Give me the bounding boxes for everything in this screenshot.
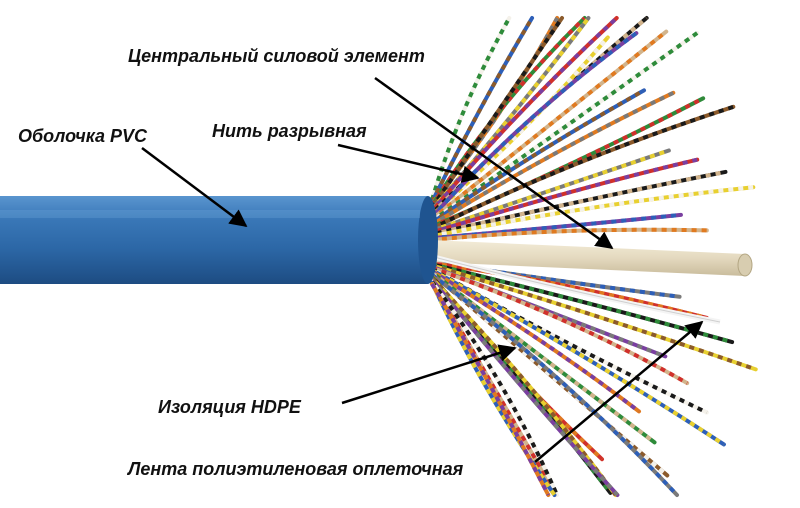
lower-wire-fan xyxy=(430,260,758,497)
wire-pair-twist xyxy=(431,169,726,237)
arrow-tape xyxy=(534,320,704,463)
label-rip-cord: Нить разрывная xyxy=(212,121,367,141)
wire-pair-twist xyxy=(430,17,512,201)
wire-pair xyxy=(430,16,619,214)
wire-pair-twist xyxy=(431,157,698,235)
wire-pair xyxy=(430,282,551,497)
wire-pair-twist xyxy=(431,265,689,385)
label-pvc-sheath: Оболочка PVC xyxy=(18,126,148,146)
label-wrap-tape: Лента полиэтиленовая оплеточная xyxy=(128,459,464,479)
arrow-insulation xyxy=(341,344,517,405)
wire-pair-twist xyxy=(430,273,679,497)
pvc-sheath xyxy=(0,196,438,284)
pointer-arrows xyxy=(141,76,704,463)
wire-pair-twist xyxy=(430,16,619,213)
arrow-sheath xyxy=(141,147,248,228)
wire-pair-twist xyxy=(431,263,757,372)
wire-pair-twist xyxy=(431,227,707,242)
wire-pair-twist xyxy=(431,261,708,320)
arrow-central-member xyxy=(374,76,614,250)
wire-pair-twist xyxy=(430,280,559,496)
wire-pair xyxy=(430,30,700,223)
wrap-tape xyxy=(429,253,721,325)
wire-pair-twist xyxy=(431,148,670,233)
wire-pair-twist xyxy=(431,185,754,239)
label-central-strength-member: Центральный силовой элемент xyxy=(128,46,425,66)
arrow-rip-cord xyxy=(337,143,480,183)
wire-pair-twist xyxy=(431,268,726,447)
wire-pair-twist xyxy=(430,91,675,227)
wire-pair-twist xyxy=(431,104,734,231)
wire-pair-twist xyxy=(430,278,619,497)
wire-pair xyxy=(430,88,647,225)
wire-pair-twist xyxy=(430,31,638,219)
upper-wire-fan xyxy=(430,16,756,242)
wire-pair-twist xyxy=(430,16,564,209)
wire-pair xyxy=(430,16,535,204)
wire-pair-twist xyxy=(430,16,648,215)
label-hdpe-insulation: Изоляция HDPE xyxy=(158,397,301,417)
wire-pair-twist xyxy=(430,30,668,221)
central-strength-member xyxy=(430,240,753,277)
